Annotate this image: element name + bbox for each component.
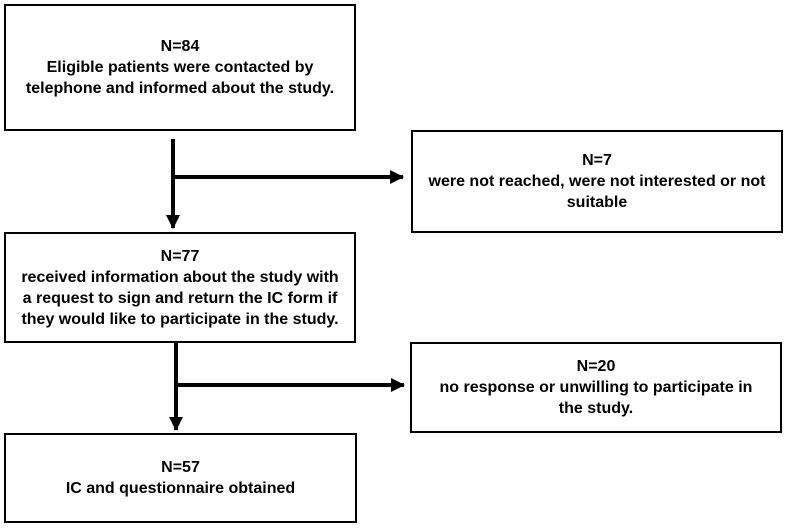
flow-box-eligible-contacted: N=84 Eligible patients were contacted by… — [4, 4, 356, 131]
node-count: N=20 — [576, 358, 616, 375]
node-count: N=7 — [582, 152, 612, 169]
flow-box-ic-questionnaire-obtained: N=57 IC and questionnaire obtained — [4, 433, 357, 523]
node-description: IC and questionnaire obtained — [65, 480, 296, 497]
node-description: were not reached, were not interested or… — [428, 173, 766, 211]
flow-box-no-response: N=20 no response or unwilling to partici… — [410, 342, 782, 433]
node-count: N=57 — [161, 459, 200, 476]
node-count: N=84 — [160, 38, 200, 55]
flow-box-not-reached: N=7 were not reached, were not intereste… — [411, 130, 783, 233]
flow-box-received-information: N=77 received information about the stud… — [4, 232, 356, 343]
node-count: N=77 — [160, 247, 200, 265]
node-description: received information about the study wit… — [21, 268, 339, 328]
node-description: Eligible patients were contacted by tele… — [25, 59, 335, 97]
node-description: no response or unwilling to participate … — [439, 379, 753, 417]
